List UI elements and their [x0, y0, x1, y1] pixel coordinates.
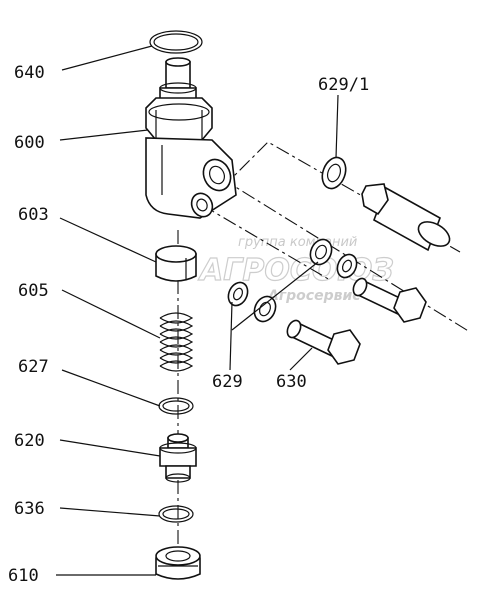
label-603: 603 — [18, 205, 49, 225]
label-627: 627 — [18, 357, 49, 377]
leader-lines — [56, 45, 339, 576]
housing-600 — [145, 57, 237, 219]
spring-605 — [159, 312, 194, 372]
o-ring-636 — [158, 505, 194, 523]
label-629-1: 629/1 — [318, 75, 369, 95]
part-labels: 640 600 603 605 627 620 636 610 629/1 62… — [8, 63, 369, 586]
washer-629-1 — [321, 156, 347, 190]
banjo-bolt-lower — [286, 319, 361, 365]
o-ring-627 — [158, 397, 194, 415]
valve-seat-620 — [159, 433, 197, 483]
label-640: 640 — [14, 63, 45, 83]
label-636: 636 — [14, 499, 45, 519]
o-ring-640 — [149, 30, 203, 54]
watermark-line3: Агросервис — [267, 288, 361, 304]
label-620: 620 — [14, 431, 45, 451]
label-629: 629 — [212, 372, 243, 392]
label-605: 605 — [18, 281, 49, 301]
label-610: 610 — [8, 566, 39, 586]
washer-629-group — [227, 238, 358, 323]
label-630: 630 — [276, 372, 307, 392]
cap-nut-610 — [155, 546, 201, 580]
alignment-line-upper — [199, 164, 471, 333]
cup-603 — [155, 245, 197, 282]
banjo-bolt-upper — [352, 277, 427, 323]
plug-cylinder — [361, 183, 451, 252]
watermark-line1: группа компаний — [238, 235, 357, 250]
label-600: 600 — [14, 133, 45, 153]
